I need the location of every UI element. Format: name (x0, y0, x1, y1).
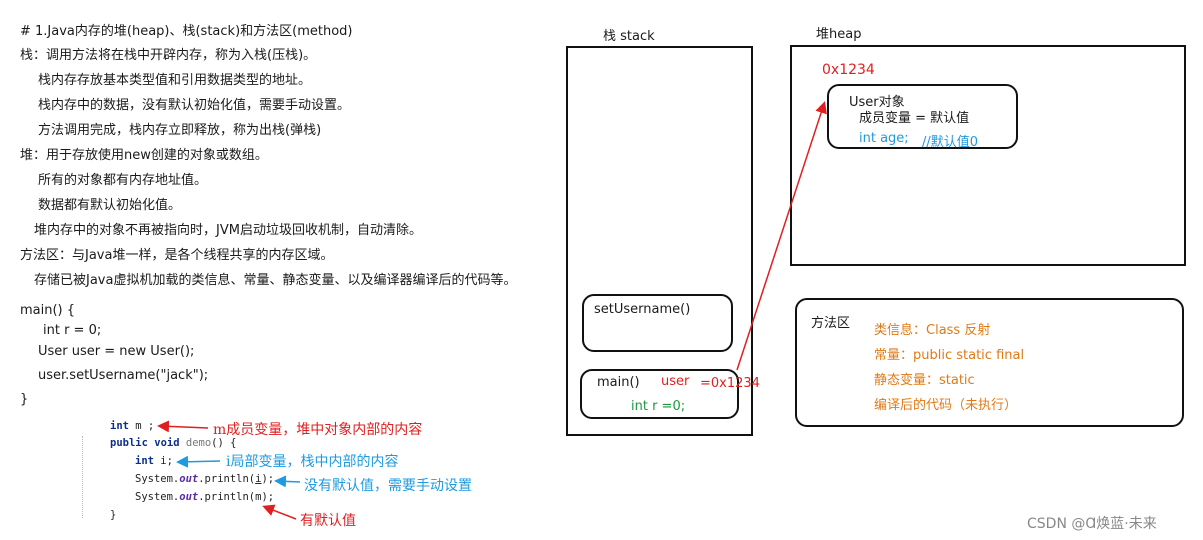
heap-title: 堆heap (816, 27, 862, 42)
method-area-item: 类信息：Class 反射 (874, 323, 991, 338)
notes-heading: # 1.Java内存的堆(heap)、栈(stack)和方法区(method) (20, 24, 353, 39)
code-line-print-i: System.out.println(i); (135, 473, 275, 485)
code-line-local: int i; (135, 455, 173, 467)
method-area-box: 方法区 类信息：Class 反射 常量：public static final … (795, 298, 1184, 427)
code-line-close: } (110, 509, 117, 521)
frame-main-label: main() (597, 375, 640, 390)
code-line-method: public void demo() { (110, 437, 237, 449)
user-object: User对象 成员变量 = 默认值 int age; //默认值0 (827, 84, 1018, 150)
reference-arrow (736, 101, 827, 371)
annotation-has-default: 有默认值 (300, 513, 356, 529)
user-address: =0x1234 (700, 376, 760, 391)
note-line: 方法调用完成，栈内存立即释放，称为出栈(弹栈) (38, 123, 322, 138)
frame-main: main() user =0x1234 int r =0; (580, 369, 760, 419)
indent-guide (82, 436, 84, 518)
member-default: 成员变量 = 默认值 (859, 111, 970, 126)
note-line: 栈内存中的数据，没有默认初始化值，需要手动设置。 (38, 98, 351, 113)
watermark: CSDN @Ɑ焕蓝·未来 (1027, 516, 1157, 532)
arrow-local (176, 455, 221, 468)
main-code-line: User user = new User(); (38, 344, 195, 359)
heap-box (790, 45, 1186, 266)
note-line: 栈：调用方法将在栈中开辟内存，称为入栈(压栈)。 (20, 48, 317, 63)
note-line: 方法区：与Java堆一样，是各个线程共享的内存区域。 (20, 248, 334, 263)
frame-setusername-label: setUsername() (594, 302, 691, 317)
main-code-line: user.setUsername("jack"); (38, 368, 209, 383)
int-r-variable: int r =0; (631, 399, 686, 414)
note-line: 栈内存存放基本类型值和引用数据类型的地址。 (38, 73, 312, 88)
arrow-no-default (274, 475, 301, 488)
note-line: 堆：用于存放使用new创建的对象或数组。 (20, 148, 268, 163)
method-area-item: 编译后的代码（未执行） (874, 398, 1018, 413)
arrow-has-default (262, 504, 297, 520)
main-code-line: main() { (20, 303, 76, 318)
heap-address: 0x1234 (822, 62, 875, 78)
annotation-no-default: 没有默认值，需要手动设置 (304, 478, 472, 494)
user-variable: user (661, 374, 690, 389)
note-line: 存储已被Java虚拟机加载的类信息、常量、静态变量、以及编译器编译后的代码等。 (34, 273, 517, 288)
main-code-line: } (20, 392, 29, 407)
main-code-line: int r = 0; (43, 323, 102, 338)
stack-box (566, 46, 753, 436)
arrow-member (157, 420, 209, 433)
method-area-title: 方法区 (811, 316, 851, 331)
note-line: 堆内存中的对象不再被指向时，JVM启动垃圾回收机制，自动清除。 (34, 223, 422, 238)
int-age-field: int age; (859, 131, 909, 146)
annotation-member: m成员变量，堆中对象内部的内容 (213, 422, 423, 438)
int-age-comment: //默认值0 (922, 135, 979, 150)
user-object-title: User对象 (849, 95, 905, 110)
code-line-member: int m ; (110, 420, 155, 432)
stack-title: 栈 stack (603, 29, 655, 44)
method-area-item: 常量：public static final (874, 348, 1025, 363)
note-line: 数据都有默认初始化值。 (38, 198, 182, 213)
method-area-item: 静态变量：static (874, 373, 975, 388)
note-line: 所有的对象都有内存地址值。 (38, 173, 208, 188)
code-line-print-m: System.out.println(m); (135, 491, 275, 503)
frame-setusername: setUsername() (582, 294, 733, 352)
annotation-local: i局部变量，栈中内部的内容 (226, 454, 399, 470)
